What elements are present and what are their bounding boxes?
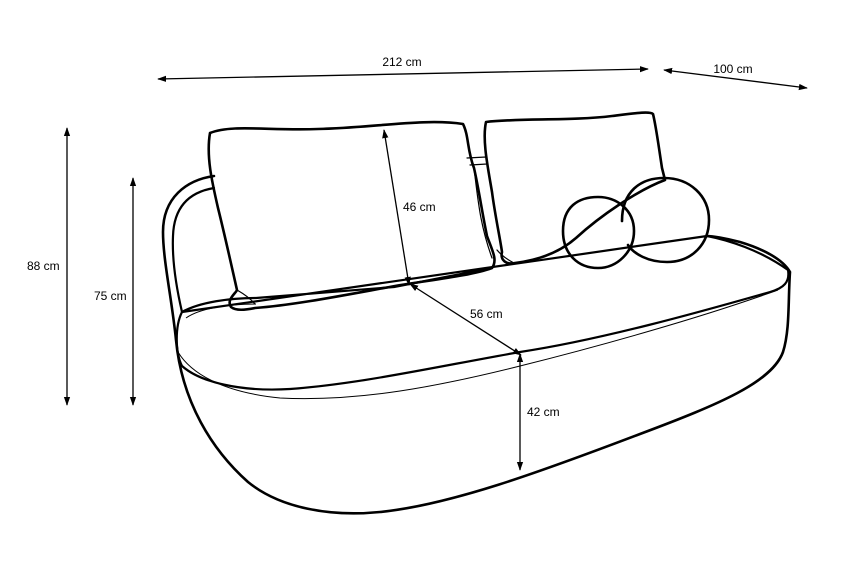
seat-depth-dimension-line — [409, 283, 522, 356]
seat-depth-label: 56 cm — [470, 307, 503, 321]
depth-label: 100 cm — [713, 62, 752, 76]
dimension-labels: 212 cm 100 cm 88 cm 75 cm 46 cm 56 cm 42… — [27, 55, 753, 419]
bolster-pillow-back — [620, 176, 711, 264]
right-back-cushion — [483, 111, 667, 265]
width-dimension-line — [157, 66, 649, 82]
backrest-height-label: 46 cm — [403, 200, 436, 214]
left-back-cushion-seam — [473, 167, 493, 259]
left-back-cushion — [207, 120, 496, 312]
seat-piping-back — [185, 303, 257, 319]
total-height-label: 88 cm — [27, 259, 60, 273]
arm-height-label: 75 cm — [94, 289, 127, 303]
seat-piping-front — [177, 289, 779, 400]
seat-height-label: 42 cm — [527, 405, 560, 419]
backrest-height-dimension-line — [382, 129, 411, 286]
sofa-drawing — [161, 111, 792, 515]
bolster-pillow-front — [561, 195, 636, 270]
depth-dimension-line — [663, 67, 808, 91]
right-back-cushion-crease — [496, 249, 515, 264]
left-armrest — [171, 186, 216, 314]
width-label: 212 cm — [382, 55, 421, 69]
sofa-body — [161, 174, 792, 515]
dimension-lines — [63, 66, 808, 471]
